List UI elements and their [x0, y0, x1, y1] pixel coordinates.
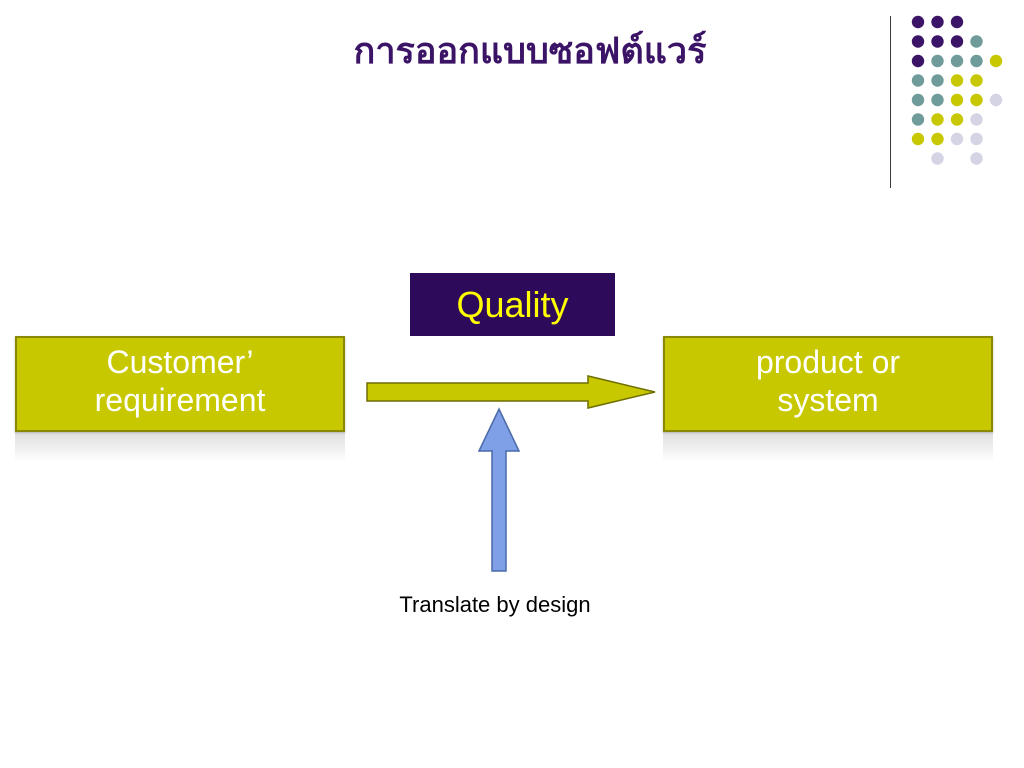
decorative-dot [911, 74, 925, 87]
decorative-dot [970, 113, 983, 126]
slide-title: การออกแบบซอฟต์แวร์ [353, 30, 707, 72]
decorative-dot-grid [911, 15, 1003, 165]
customer-requirement-box: Customer’ requirement [15, 336, 345, 432]
decorative-dot [931, 15, 944, 29]
decorative-dot [950, 54, 964, 68]
decorative-dot [989, 54, 1003, 68]
decorative-dot [931, 132, 944, 146]
decorative-dot [911, 54, 925, 68]
quality-label: Quality [456, 283, 569, 325]
title-divider-line [890, 16, 891, 188]
decorative-dot [970, 93, 983, 107]
product-or-system-line1: product or [755, 344, 901, 380]
customer-requirement-line2: requirement [94, 381, 266, 418]
up-arrow [477, 407, 521, 572]
decorative-dot [970, 54, 983, 68]
decorative-dot [970, 132, 983, 146]
decorative-dot [970, 35, 983, 48]
decorative-dot [931, 54, 944, 68]
decorative-dot [950, 132, 964, 146]
decorative-dot [950, 113, 964, 126]
decorative-dot [911, 35, 925, 48]
decorative-dot [950, 15, 964, 29]
customer-requirement-line1: Customer’ [106, 344, 254, 380]
decorative-dot [950, 74, 964, 87]
decorative-dot [911, 113, 925, 126]
decorative-dot [970, 152, 983, 165]
decorative-dot [931, 113, 944, 126]
decorative-dot [911, 132, 925, 146]
decorative-dot [989, 93, 1003, 107]
product-or-system-line2: system [777, 381, 879, 418]
decorative-dot [950, 93, 964, 107]
decorative-dot [931, 35, 944, 48]
decorative-dot [931, 93, 944, 107]
translate-by-design-caption: Translate by design [399, 592, 591, 617]
product-or-system-reflection [663, 432, 993, 462]
decorative-dot [911, 93, 925, 107]
decorative-dot [950, 35, 964, 48]
customer-requirement-reflection [15, 432, 345, 462]
decorative-dot [970, 74, 983, 87]
right-arrow [366, 375, 656, 409]
decorative-dot [931, 74, 944, 87]
quality-label-box: Quality [410, 273, 615, 336]
decorative-dot [931, 152, 944, 165]
product-or-system-box: product or system [663, 336, 993, 432]
decorative-dot [911, 15, 925, 29]
